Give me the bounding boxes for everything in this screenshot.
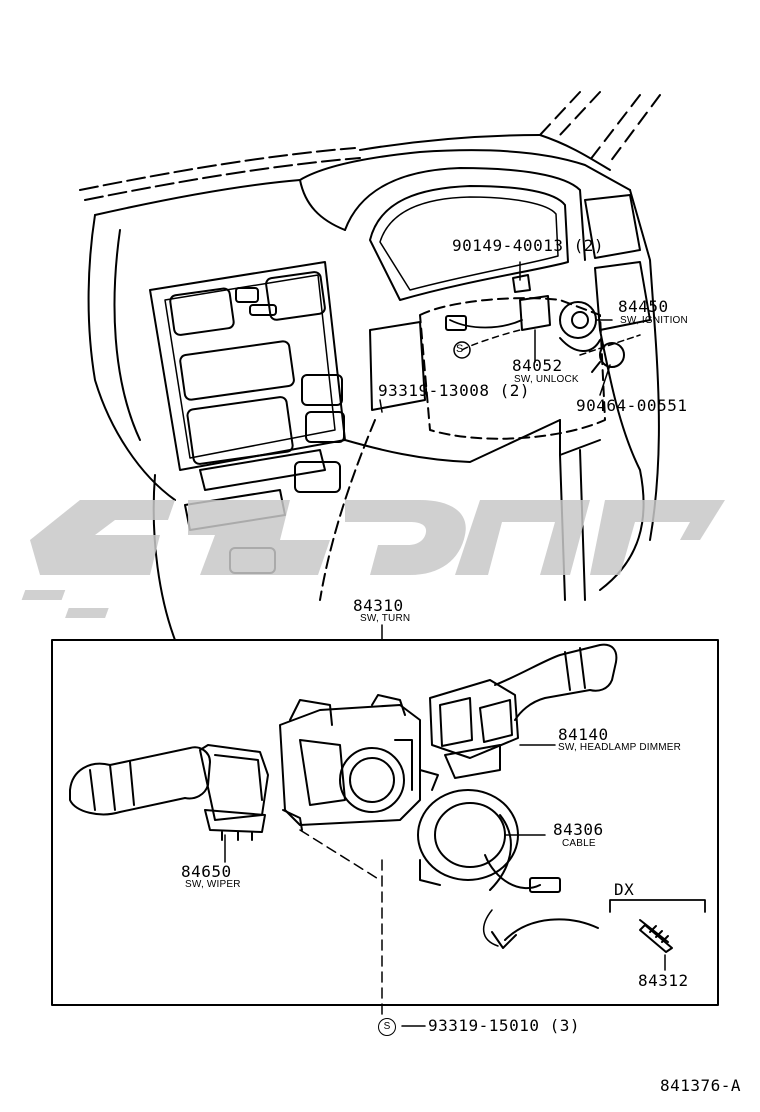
part-number-turn: 84310 <box>353 596 404 615</box>
part-number-wiper: 84650 <box>181 862 232 881</box>
s-mark-bottom-text: S <box>383 1021 391 1032</box>
pin-drawing <box>639 919 673 953</box>
rotation-arrowhead <box>491 931 517 949</box>
detail-box <box>51 639 719 1006</box>
part-name-cable: CABLE <box>562 838 596 849</box>
part-number-cable: 84306 <box>553 820 604 839</box>
watermark-logo <box>21 500 725 618</box>
figure-id: 841376-A <box>660 1076 742 1095</box>
turn-switch-drawing <box>279 694 439 1016</box>
spiral-cable-drawing <box>417 789 561 893</box>
part-label-screw-bottom: 93319-15010 (3) <box>428 1016 580 1035</box>
dashboard-drawing <box>79 91 661 641</box>
s-mark-bottom-icon: S <box>378 1018 396 1036</box>
wiper-switch-drawing <box>69 744 269 841</box>
part-number-pin: 84312 <box>638 971 689 990</box>
part-name-ignition: SW, IGNITION <box>620 315 688 326</box>
rotation-arrow <box>504 918 599 941</box>
part-number-ignition: 84450 <box>618 297 669 316</box>
part-label-screw-top: 90149-40013 (2) <box>452 236 604 255</box>
dx-label: DX <box>614 880 635 899</box>
part-name-unlock: SW, UNLOCK <box>514 374 579 385</box>
part-name-turn: SW, TURN <box>360 613 411 624</box>
dimmer-switch-drawing <box>429 643 618 779</box>
s-mark-icon: S <box>456 343 464 355</box>
part-number-unlock: 84052 <box>512 356 563 375</box>
part-name-dimmer: SW, HEADLAMP DIMMER <box>558 742 682 753</box>
part-number-dimmer: 84140 <box>558 725 609 744</box>
dx-bracket <box>609 899 706 913</box>
part-label-screw-right: 90464-00551 <box>576 396 688 415</box>
part-label-screw-mid: 93319-13008 (2) <box>378 381 530 400</box>
part-name-wiper: SW, WIPER <box>185 879 241 890</box>
